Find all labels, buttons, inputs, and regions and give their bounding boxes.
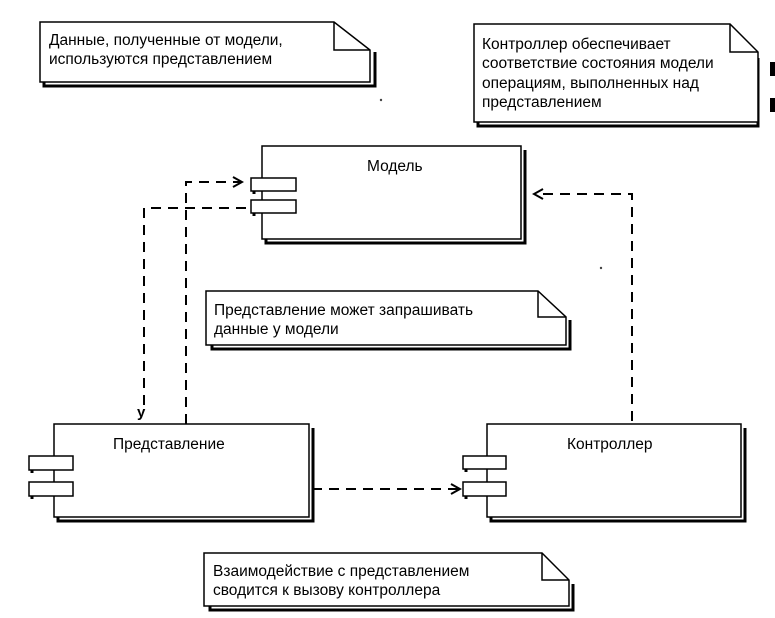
model-component — [250, 145, 527, 245]
view-query-note-line-2: данные у модели — [214, 321, 339, 338]
interaction-note-line-1: Взаимодействие с представлением — [213, 563, 470, 580]
controller-component — [462, 423, 747, 523]
model-data-note-line-2: используются представлением — [49, 51, 273, 68]
controller-to-model-arrow — [534, 194, 633, 421]
controller-note-line-2: соответствие состояния модели — [482, 55, 714, 72]
note-view-query-shape — [205, 290, 572, 351]
controller-note-line-1: Контроллер обеспечивает — [482, 36, 671, 53]
controller-title: Контроллер — [567, 436, 653, 453]
note-model-data-shape — [39, 21, 377, 88]
controller-note-line-4: представлением — [482, 94, 602, 111]
note-controller-shape — [473, 23, 775, 128]
view-component — [28, 423, 315, 523]
controller-note-line-3: операциям, выполненных над — [482, 75, 699, 92]
note-interaction-shape — [203, 552, 575, 612]
model-title: Модель — [367, 158, 423, 175]
model-to-view-link — [143, 207, 246, 408]
interaction-note-line-2: сводится к вызову контроллера — [213, 582, 441, 599]
y-marker-label: у — [137, 404, 146, 421]
view-title: Представление — [113, 436, 225, 453]
model-data-note-line-1: Данные, полученные от модели, — [49, 32, 283, 49]
view-query-note-line-1: Представление может запрашивать — [214, 302, 474, 319]
view-to-model-arrow — [185, 182, 242, 424]
